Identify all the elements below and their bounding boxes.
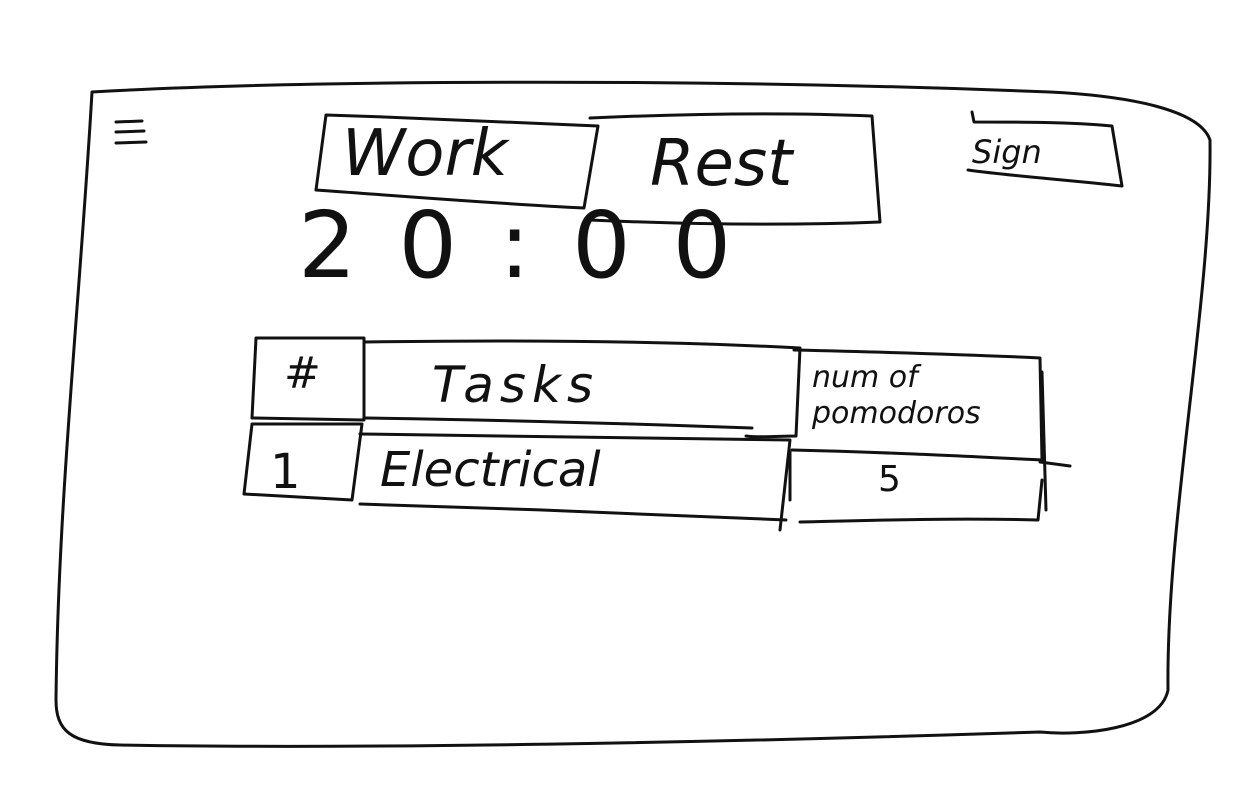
td-num-box	[242, 422, 364, 502]
th-tasks-box	[362, 339, 802, 439]
tab-rest-outline	[588, 112, 882, 226]
table-row-pomodoros: 5	[878, 459, 901, 500]
window-frame	[54, 80, 1212, 748]
table-row-task[interactable]: Electrical	[380, 442, 601, 498]
tab-work-outline	[314, 113, 600, 210]
th-num-box	[250, 336, 366, 422]
timer-display: 20:00	[298, 192, 774, 299]
column-header-pomodoros: num of pomodoros	[812, 360, 981, 431]
table-row-number: 1	[270, 444, 301, 500]
hamburger-menu-icon[interactable]	[110, 118, 154, 148]
td-poms-box	[788, 450, 1044, 524]
column-header-number: #	[284, 348, 321, 399]
tab-rest[interactable]: Rest	[650, 127, 793, 201]
tab-work[interactable]: Work	[342, 117, 508, 191]
td-task-box	[358, 432, 792, 532]
th-poms-box	[790, 348, 1044, 462]
th-poms-right	[1040, 370, 1048, 512]
sign-button-outline	[966, 110, 1124, 188]
poms-tail	[1038, 460, 1072, 468]
sign-button[interactable]: Sign	[972, 133, 1042, 171]
column-header-tasks: Tasks	[432, 356, 599, 414]
